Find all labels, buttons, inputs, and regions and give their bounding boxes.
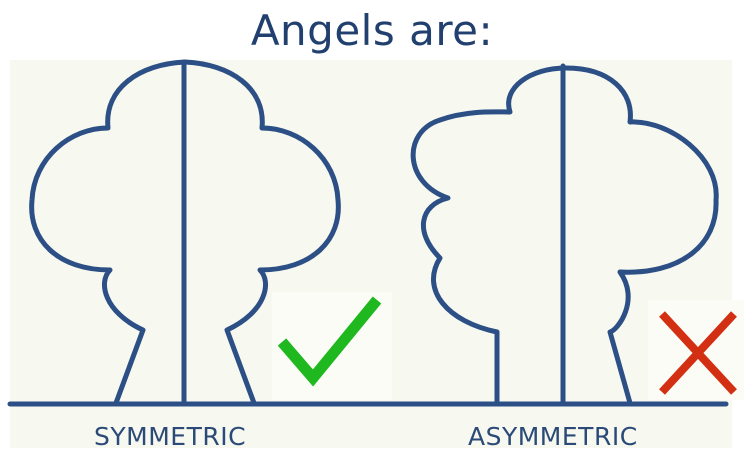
x-mark-icon (648, 300, 744, 400)
symmetric-label: SYMMETRIC (94, 422, 246, 452)
page-title: Angels are: (0, 6, 744, 55)
asymmetric-label: ASYMMETRIC (468, 422, 638, 452)
check-mark-icon (272, 292, 392, 400)
